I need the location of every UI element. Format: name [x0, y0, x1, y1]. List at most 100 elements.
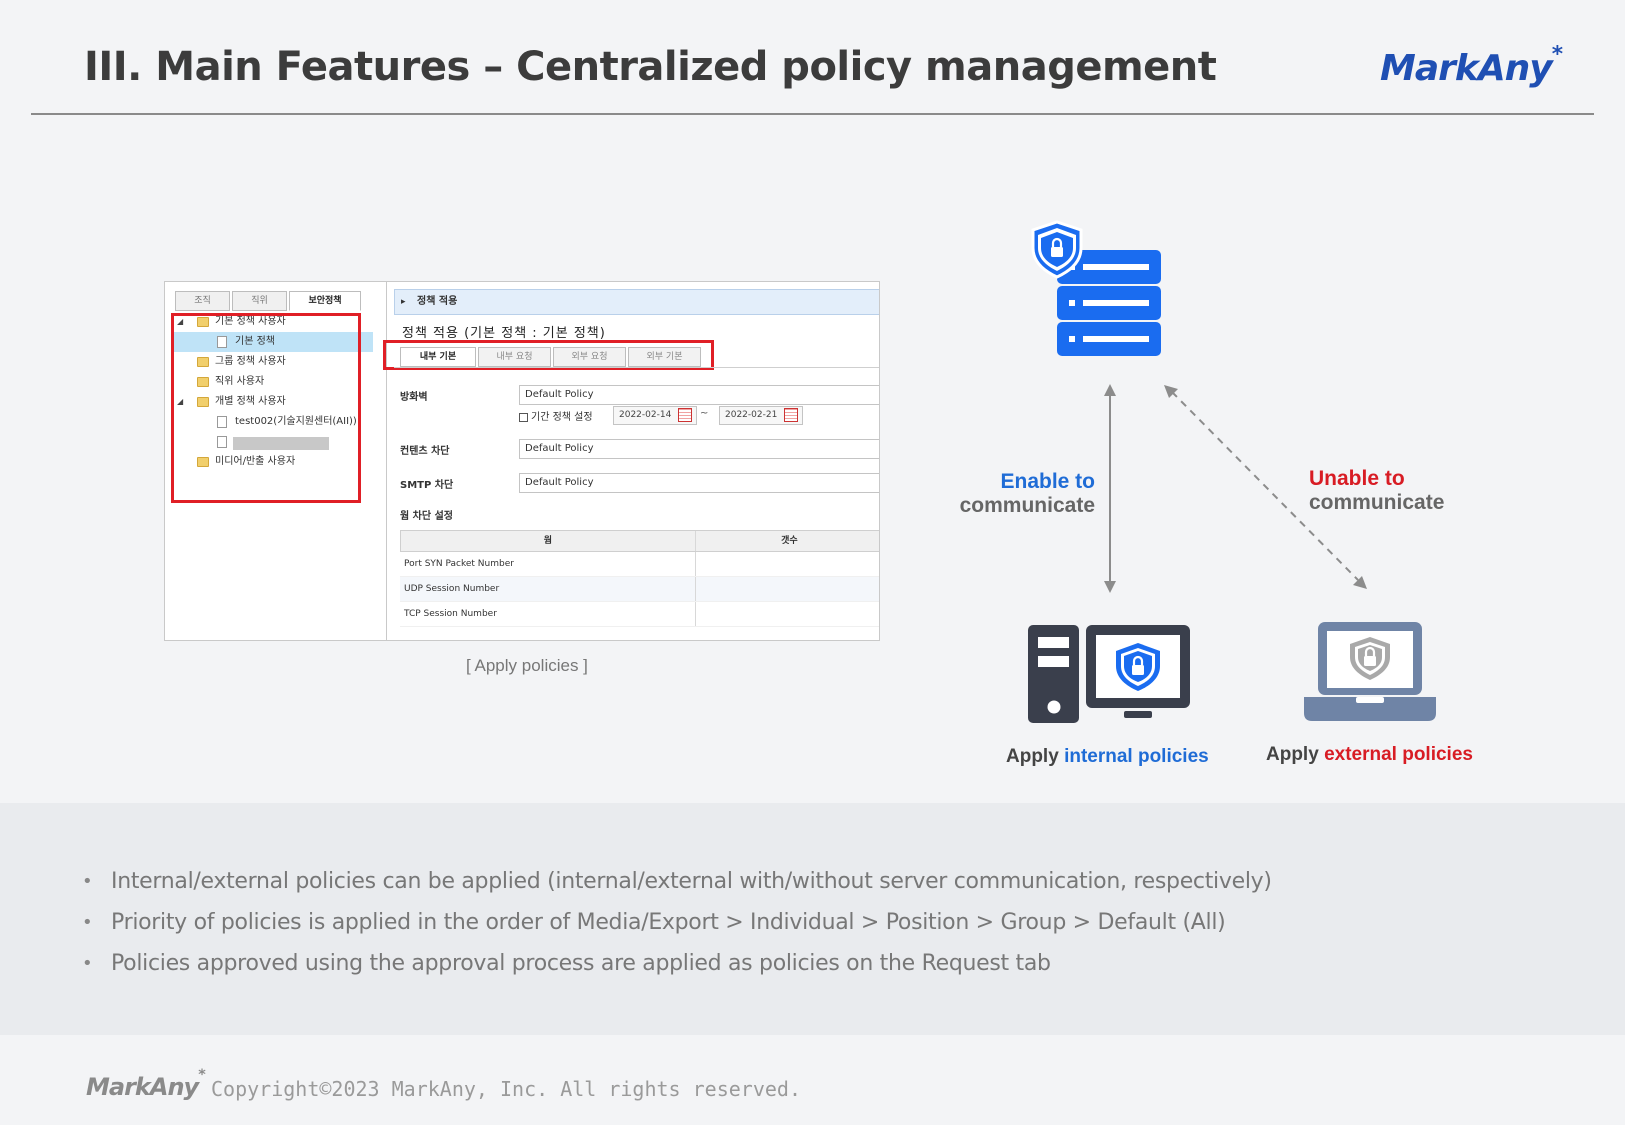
- left-tab-bar: 조직 직위 보안정책: [175, 291, 361, 311]
- tree-highlight-box: [171, 313, 361, 503]
- expand-icon[interactable]: ◢: [177, 397, 184, 406]
- enable-line1: Enable to: [1000, 470, 1095, 493]
- feature-bullet-list: •Internal/external policies can be appli…: [82, 868, 1272, 991]
- tree-node-label: 기본 정책: [235, 336, 275, 347]
- tree-node-label: 미디어/반출 사용자: [215, 456, 296, 467]
- tree-node-position-users[interactable]: 직위 사용자: [173, 372, 373, 392]
- column-header-worm: 웜: [401, 531, 696, 551]
- folder-icon: [197, 357, 209, 367]
- date-separator: ~: [700, 408, 709, 419]
- bullet-item: •Priority of policies is applied in the …: [82, 910, 1226, 935]
- period-policy-checkbox[interactable]: 기간 정책 설정: [519, 408, 593, 423]
- tree-node-redacted[interactable]: [173, 432, 373, 452]
- calendar-icon[interactable]: [784, 408, 798, 422]
- tree-node-group-users[interactable]: 그룹 정책 사용자: [173, 352, 373, 372]
- smtp-block-label: SMTP 차단: [400, 480, 454, 491]
- table-row[interactable]: TCP Session Number: [400, 602, 879, 627]
- firewall-select[interactable]: Default Policy: [519, 385, 879, 405]
- unable-line1: Unable to: [1309, 467, 1405, 490]
- tree-node-default-policy[interactable]: 기본 정책: [173, 332, 373, 352]
- policy-tab-bar: 내부 기본 내부 요청 외부 요청 외부 기본: [400, 347, 701, 367]
- calendar-icon[interactable]: [678, 408, 692, 422]
- apply-internal-label: Apply internal policies: [1006, 746, 1209, 768]
- server-icon: [1057, 250, 1161, 356]
- period-policy-label: 기간 정책 설정: [531, 412, 593, 423]
- tab-organization[interactable]: 조직: [175, 291, 230, 311]
- column-header-count: 갯수: [781, 536, 798, 546]
- left-pane: 조직 직위 보안정책 ◢ 기본 정책 사용자 기본 정책 그룹 정책 사용자: [165, 282, 387, 640]
- content-block-select[interactable]: Default Policy: [519, 439, 879, 459]
- bullet-dot-icon: •: [82, 871, 93, 892]
- internal-policies-highlight: internal policies: [1064, 746, 1209, 767]
- document-icon: [217, 416, 227, 428]
- screenshot-caption: [ Apply policies ]: [466, 656, 588, 675]
- bullet-item: •Internal/external policies can be appli…: [82, 869, 1272, 894]
- date-to-input[interactable]: 2022-02-21: [719, 406, 803, 425]
- expand-icon[interactable]: ◢: [177, 317, 184, 326]
- collapse-arrow-icon[interactable]: ▸: [401, 297, 406, 307]
- content-block-label: 컨텐츠 차단: [400, 446, 450, 457]
- tab-underline: [394, 367, 879, 368]
- markany-logo: MarkAny*: [1380, 42, 1563, 89]
- copyright-text: Copyright©2023 MarkAny, Inc. All rights …: [211, 1077, 802, 1101]
- tab-external-default[interactable]: 외부 기본: [628, 347, 701, 367]
- table-row[interactable]: Port SYN Packet Number: [400, 552, 879, 577]
- communication-diagram: [1028, 220, 1436, 723]
- worm-table: 웜 갯수 Port SYN Packet Number UDP Session …: [400, 530, 879, 627]
- right-pane: ▸ 정책 적용 정책 적용 (기본 정책 : 기본 정책) 내부 기본 내부 요…: [383, 282, 879, 640]
- tree-node-label: 기본 정책 사용자: [215, 316, 286, 327]
- tree-node-default-users[interactable]: ◢ 기본 정책 사용자: [173, 312, 373, 332]
- summary-panel: [0, 803, 1625, 1035]
- document-icon: [217, 336, 227, 348]
- slide-title: III. Main Features – Centralized policy …: [84, 44, 1217, 90]
- dashed-arrow: [1164, 385, 1367, 589]
- enable-line2: communicate: [959, 494, 1095, 517]
- tree-node-label: test002(기술지원센터(AII)): [235, 416, 357, 427]
- unable-line2: communicate: [1309, 491, 1445, 514]
- tab-position[interactable]: 직위: [232, 291, 287, 311]
- tree-node-test002[interactable]: test002(기술지원센터(AII)): [173, 412, 373, 432]
- unable-communicate-label: Unable to communicate: [1309, 467, 1444, 515]
- worm-block-label: 웜 차단 설정: [400, 511, 453, 522]
- tab-highlight-box: [383, 340, 714, 370]
- bidirectional-arrow: [1104, 384, 1116, 593]
- tree-node-individual-users[interactable]: ◢ 개별 정책 사용자: [173, 392, 373, 412]
- tab-internal-request[interactable]: 내부 요청: [478, 347, 551, 367]
- table-cell: Port SYN Packet Number: [400, 552, 696, 576]
- external-policies-highlight: external policies: [1324, 744, 1473, 765]
- title-divider: [31, 113, 1594, 115]
- folder-icon: [197, 377, 209, 387]
- laptop-icon: [1304, 622, 1436, 721]
- folder-icon: [197, 317, 209, 327]
- apply-external-label: Apply external policies: [1266, 744, 1473, 766]
- table-row[interactable]: UDP Session Number: [400, 577, 879, 602]
- table-cell: UDP Session Number: [400, 577, 696, 601]
- tab-internal-default[interactable]: 내부 기본: [400, 347, 476, 367]
- footer-logo: MarkAny*: [86, 1067, 206, 1101]
- folder-icon: [197, 397, 209, 407]
- table-header: 웜 갯수: [400, 530, 879, 552]
- document-icon: [217, 436, 227, 448]
- shield-lock-icon: [1031, 220, 1083, 279]
- panel-header-title: 정책 적용: [417, 296, 458, 307]
- tree-node-media-export-users[interactable]: 미디어/반출 사용자: [173, 452, 373, 472]
- desktop-pc-icon: [1028, 625, 1190, 723]
- bullet-dot-icon: •: [82, 953, 93, 974]
- checkbox-icon[interactable]: [519, 412, 528, 422]
- tab-external-request[interactable]: 외부 요청: [553, 347, 626, 367]
- panel-header: ▸ 정책 적용: [394, 289, 879, 315]
- firewall-label: 방화벽: [400, 392, 428, 403]
- policy-tree: ◢ 기본 정책 사용자 기본 정책 그룹 정책 사용자 직위 사용자: [173, 312, 373, 472]
- tree-node-label: 직위 사용자: [215, 376, 265, 387]
- tab-security-policy[interactable]: 보안정책: [289, 291, 361, 311]
- smtp-block-select[interactable]: Default Policy: [519, 473, 879, 493]
- date-from-input[interactable]: 2022-02-14: [613, 406, 697, 425]
- apply-prefix: Apply: [1266, 744, 1325, 765]
- folder-icon: [197, 457, 209, 467]
- redacted-block: [233, 437, 329, 450]
- tree-node-label: 개별 정책 사용자: [215, 396, 286, 407]
- bullet-dot-icon: •: [82, 912, 93, 933]
- tree-node-label: 그룹 정책 사용자: [215, 356, 286, 367]
- apply-prefix: Apply: [1006, 746, 1065, 767]
